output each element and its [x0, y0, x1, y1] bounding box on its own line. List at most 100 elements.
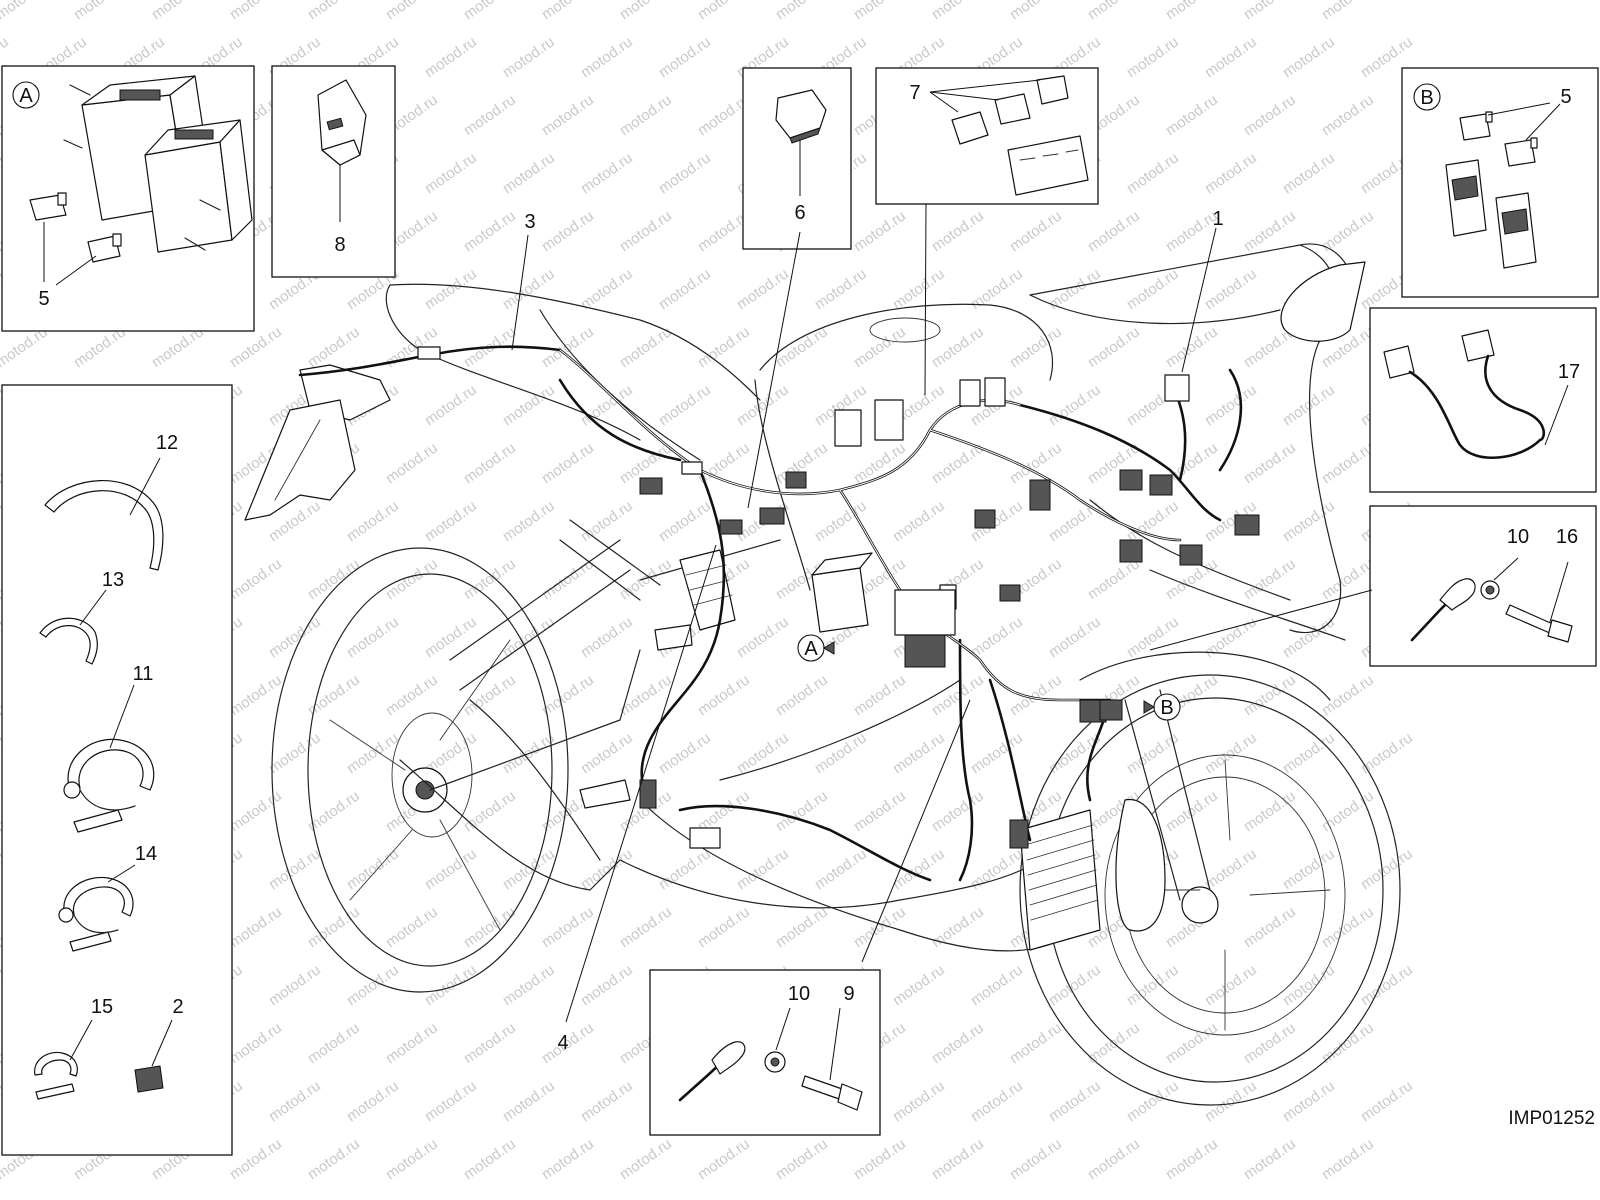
- watermark-text: motod.ru: [812, 845, 870, 893]
- watermark-text: motod.ru: [656, 265, 714, 313]
- watermark-text: motod.ru: [695, 1135, 753, 1183]
- callout-14: 14: [135, 843, 157, 865]
- watermark-text: motod.ru: [929, 1135, 987, 1183]
- watermark-text: motod.ru: [227, 555, 285, 603]
- watermark-text: motod.ru: [227, 903, 285, 951]
- watermark-text: motod.ru: [1319, 1135, 1377, 1183]
- watermark-text: motod.ru: [734, 265, 792, 313]
- watermark-text: motod.ru: [71, 0, 129, 23]
- watermark-text: motod.ru: [1046, 613, 1104, 661]
- watermark-text: motod.ru: [1280, 33, 1338, 81]
- watermark-text: motod.ru: [968, 845, 1026, 893]
- watermark-text: motod.ru: [422, 33, 480, 81]
- watermark-text: motod.ru: [461, 671, 519, 719]
- callout-10-bottom: 10: [788, 983, 810, 1005]
- watermark-text: motod.ru: [344, 961, 402, 1009]
- watermark-text: motod.ru: [1241, 91, 1299, 139]
- watermark-text: motod.ru: [383, 903, 441, 951]
- watermark-text: motod.ru: [1241, 207, 1299, 255]
- watermark-text: motod.ru: [1124, 33, 1182, 81]
- watermark-text: motod.ru: [1241, 787, 1299, 835]
- watermark-text: motod.ru: [1007, 207, 1065, 255]
- watermark-text: motod.ru: [1202, 729, 1260, 777]
- watermark-text: motod.ru: [617, 671, 675, 719]
- detail-box-7: 7: [875, 67, 1099, 205]
- watermark-text: motod.ru: [500, 1077, 558, 1125]
- watermark-text: motod.ru: [1046, 1077, 1104, 1125]
- watermark-text: motod.ru: [1241, 1135, 1299, 1183]
- callout-5-box-a: 5: [38, 288, 49, 310]
- watermark-text: motod.ru: [266, 845, 324, 893]
- watermark-text: motod.ru: [929, 0, 987, 23]
- watermark-text: motod.ru: [1358, 729, 1416, 777]
- watermark-text: motod.ru: [773, 0, 831, 23]
- watermark-text: motod.ru: [656, 33, 714, 81]
- watermark-text: motod.ru: [1358, 1077, 1416, 1125]
- watermark-text: motod.ru: [539, 0, 597, 23]
- watermark-text: motod.ru: [695, 671, 753, 719]
- watermark-text: motod.ru: [1202, 381, 1260, 429]
- watermark-text: motod.ru: [383, 439, 441, 487]
- watermark-text: motod.ru: [734, 729, 792, 777]
- watermark-text: motod.ru: [812, 729, 870, 777]
- watermark-text: motod.ru: [1202, 961, 1260, 1009]
- watermark-text: motod.ru: [1358, 845, 1416, 893]
- watermark-text: motod.ru: [929, 671, 987, 719]
- watermark-text: motod.ru: [0, 0, 51, 23]
- watermark-text: motod.ru: [929, 787, 987, 835]
- callout-13: 13: [102, 569, 124, 591]
- watermark-text: motod.ru: [734, 613, 792, 661]
- watermark-text: motod.ru: [1085, 207, 1143, 255]
- watermark-text: motod.ru: [1163, 0, 1221, 23]
- watermark-text: motod.ru: [1124, 149, 1182, 197]
- watermark-text: motod.ru: [890, 497, 948, 545]
- watermark-text: motod.ru: [1007, 323, 1065, 371]
- watermark-text: motod.ru: [578, 845, 636, 893]
- main-wiring-harness: [298, 345, 1260, 882]
- watermark-text: motod.ru: [461, 1135, 519, 1183]
- watermark-text: motod.ru: [773, 1135, 831, 1183]
- callout-11: 11: [133, 663, 154, 685]
- detail-marker-b-box: B: [1420, 87, 1433, 109]
- callout-4: 4: [557, 1032, 568, 1054]
- watermark-text: motod.ru: [1124, 497, 1182, 545]
- callout-5-box-b: 5: [1560, 86, 1571, 108]
- watermark-text: motod.ru: [1241, 903, 1299, 951]
- watermark-text: motod.ru: [383, 671, 441, 719]
- watermark-text: motod.ru: [578, 265, 636, 313]
- watermark-text: motod.ru: [812, 497, 870, 545]
- watermark-text: motod.ru: [1046, 265, 1104, 313]
- watermark-text: motod.ru: [1163, 91, 1221, 139]
- detail-marker-b-main: B: [1160, 697, 1173, 719]
- watermark-text: motod.ru: [890, 1077, 948, 1125]
- detail-box-10-16: 10 16: [1369, 505, 1597, 667]
- watermark-text: motod.ru: [1007, 671, 1065, 719]
- watermark-text: motod.ru: [851, 671, 909, 719]
- detail-box-17: 17: [1369, 307, 1597, 493]
- watermark-text: motod.ru: [1280, 149, 1338, 197]
- detail-marker-a-main: A: [804, 638, 818, 660]
- watermark-text: motod.ru: [266, 1077, 324, 1125]
- watermark-text: motod.ru: [305, 1019, 363, 1067]
- watermark-text: motod.ru: [1163, 1019, 1221, 1067]
- watermark-text: motod.ru: [344, 497, 402, 545]
- watermark-text: motod.ru: [734, 845, 792, 893]
- watermark-text: motod.ru: [968, 961, 1026, 1009]
- watermark-text: motod.ru: [344, 613, 402, 661]
- watermark-text: motod.ru: [773, 671, 831, 719]
- watermark-text: motod.ru: [1241, 1019, 1299, 1067]
- watermark-text: motod.ru: [344, 729, 402, 777]
- callout-3: 3: [524, 211, 535, 233]
- watermark-text: motod.ru: [617, 1135, 675, 1183]
- watermark-text: motod.ru: [929, 207, 987, 255]
- watermark-text: motod.ru: [695, 0, 753, 23]
- watermark-text: motod.ru: [1046, 961, 1104, 1009]
- watermark-text: motod.ru: [968, 729, 1026, 777]
- watermark-text: motod.ru: [617, 0, 675, 23]
- watermark-text: motod.ru: [695, 903, 753, 951]
- watermark-text: motod.ru: [890, 729, 948, 777]
- watermark-text: motod.ru: [890, 845, 948, 893]
- callout-2: 2: [172, 996, 183, 1018]
- drawing-code: IMP01252: [1508, 1108, 1595, 1129]
